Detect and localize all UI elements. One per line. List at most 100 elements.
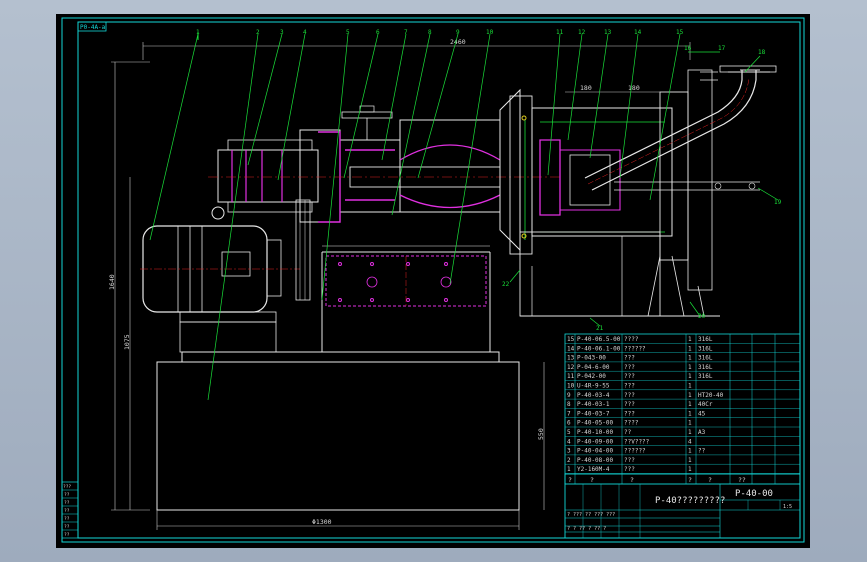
bom-cell-no: 8 bbox=[567, 401, 571, 408]
drawing-scale: 1:5 bbox=[783, 504, 792, 510]
dim-180-b: 180 bbox=[628, 84, 640, 92]
corner-code: P0-4A-a bbox=[80, 24, 106, 31]
drawing-title: P-40????????? bbox=[655, 496, 725, 506]
bom-cell-code: P-40-08-00 bbox=[577, 457, 614, 464]
bom-cell-no: 9 bbox=[567, 392, 571, 399]
bom-cell-no: 10 bbox=[567, 383, 575, 390]
dim-total-length: 2460 bbox=[450, 38, 466, 46]
callout-13: 13 bbox=[604, 29, 612, 36]
title-block: ? ? ? ? ? ?? P-40????????? P-40-00 ? ???… bbox=[564, 473, 801, 539]
bom-cell-mat: 316L bbox=[698, 364, 713, 371]
callout-leaders bbox=[149, 32, 779, 401]
bom-cell-code: U-4R-9-55 bbox=[577, 383, 610, 390]
title-row: ? ??? ?? ??? ??? bbox=[567, 512, 615, 518]
callout-22: 22 bbox=[502, 281, 510, 288]
strip-label: ?? bbox=[64, 516, 70, 522]
bom-cell-qty: 1 bbox=[688, 410, 692, 417]
bom-cell-name: ??? bbox=[624, 355, 635, 362]
bom-cell-mat: HT20-40 bbox=[698, 392, 724, 399]
callout-3: 3 bbox=[280, 29, 284, 36]
bom-cell-no: 6 bbox=[567, 420, 571, 427]
callout-5: 5 bbox=[346, 29, 350, 36]
callout-7: 7 bbox=[404, 29, 408, 36]
bom-cell-name: ??? bbox=[624, 466, 635, 473]
bom-cell-no: 4 bbox=[567, 438, 571, 445]
bom-cell-code: P-40-03-7 bbox=[577, 410, 610, 417]
strip-label: ?? bbox=[64, 532, 70, 538]
bom-cell-qty: 4 bbox=[688, 438, 692, 445]
bom-cell-name: ?????? bbox=[624, 448, 646, 455]
bom-header-remark: ?? bbox=[738, 476, 746, 484]
bom-cell-qty: 1 bbox=[688, 336, 692, 343]
bom-cell-qty: 1 bbox=[688, 401, 692, 408]
callout-numbers: 1 2 3 4 5 6 7 8 9 10 11 12 13 14 15 16 1… bbox=[196, 29, 782, 332]
bom-cell-name: ??? bbox=[624, 392, 635, 399]
dim-180-a: 180 bbox=[580, 84, 592, 92]
callout-16: 16 bbox=[684, 45, 692, 52]
bom-cell-mat: A3 bbox=[698, 429, 706, 436]
bom-cell-name: ?????? bbox=[624, 345, 646, 352]
dim-height-left: 1640 bbox=[108, 274, 116, 290]
bom-cell-no: 2 bbox=[567, 457, 571, 464]
motor bbox=[140, 199, 311, 353]
bom-cell-code: P-40-03-1 bbox=[577, 401, 610, 408]
bom-cell-name: ??? bbox=[624, 410, 635, 417]
bom-cell-code: P-40-05-00 bbox=[577, 420, 614, 427]
bom-cell-qty: 1 bbox=[688, 420, 692, 427]
bom-cell-code: P-04-6-00 bbox=[577, 364, 610, 371]
bom-cell-mat: 45 bbox=[698, 410, 706, 417]
bom-cell-qty: 1 bbox=[688, 429, 692, 436]
bom-cell-mat: ?? bbox=[698, 448, 706, 455]
bom-cell-no: 15 bbox=[567, 336, 575, 343]
callout-1: 1 bbox=[196, 29, 200, 36]
callout-14: 14 bbox=[634, 29, 642, 36]
bom-cell-mat: 40Cr bbox=[698, 401, 713, 408]
bom-cell-name: ??? bbox=[624, 457, 635, 464]
callout-21: 21 bbox=[596, 325, 604, 332]
bom-cell-no: 12 bbox=[567, 364, 575, 371]
bom-cell-name: ??? bbox=[624, 401, 635, 408]
strip-label: ?? bbox=[64, 500, 70, 506]
bom-cell-mat: 316L bbox=[698, 373, 713, 380]
gear-housing bbox=[325, 255, 487, 307]
bom-header-name: ? bbox=[630, 476, 634, 484]
bom-cell-qty: 1 bbox=[688, 448, 692, 455]
outer-frame bbox=[61, 17, 805, 543]
bom-cell-qty: 1 bbox=[688, 466, 692, 473]
title-row: ? ? ?? ? ?? ? bbox=[567, 526, 606, 532]
bom-cell-mat: 316L bbox=[698, 336, 713, 343]
callout-4: 4 bbox=[303, 29, 307, 36]
callout-2: 2 bbox=[256, 29, 260, 36]
dim-height-base: 550 bbox=[537, 428, 545, 440]
bom-cell-qty: 1 bbox=[688, 355, 692, 362]
bom-cell-code: P-40-06.1-00 bbox=[577, 345, 621, 352]
bom-cell-no: 3 bbox=[567, 448, 571, 455]
bom-cell-no: 11 bbox=[567, 373, 575, 380]
callout-17: 17 bbox=[718, 45, 726, 52]
callout-20: 20 bbox=[698, 313, 706, 320]
bom-cell-mat: 316L bbox=[698, 355, 713, 362]
bom-cell-no: 13 bbox=[567, 355, 575, 362]
pump-casing bbox=[499, 69, 720, 317]
bom-header-qty: ? bbox=[688, 476, 692, 484]
bom-cell-code: P-40-06.5-00 bbox=[577, 336, 621, 343]
bom-cell-name: ???? bbox=[624, 420, 639, 427]
callout-12: 12 bbox=[578, 29, 586, 36]
callout-18: 18 bbox=[758, 49, 766, 56]
callout-11: 11 bbox=[556, 29, 564, 36]
strip-label: ?? bbox=[64, 508, 70, 514]
callout-15: 15 bbox=[676, 29, 684, 36]
bom-cell-no: 1 bbox=[567, 466, 571, 473]
callout-19: 19 bbox=[774, 199, 782, 206]
bom-cell-code: Y2-160M-4 bbox=[577, 466, 610, 473]
bom-cell-mat: 316L bbox=[698, 345, 713, 352]
dimensions: 2460 1640 1075 550 Φ1300 180 180 bbox=[108, 38, 691, 530]
strip-label: ?? bbox=[64, 492, 70, 498]
callout-8: 8 bbox=[428, 29, 432, 36]
bom-cell-name: ??? bbox=[624, 364, 635, 371]
machine-base bbox=[156, 245, 520, 511]
bom-header-material: ? bbox=[708, 476, 712, 484]
inner-frame bbox=[77, 21, 801, 539]
